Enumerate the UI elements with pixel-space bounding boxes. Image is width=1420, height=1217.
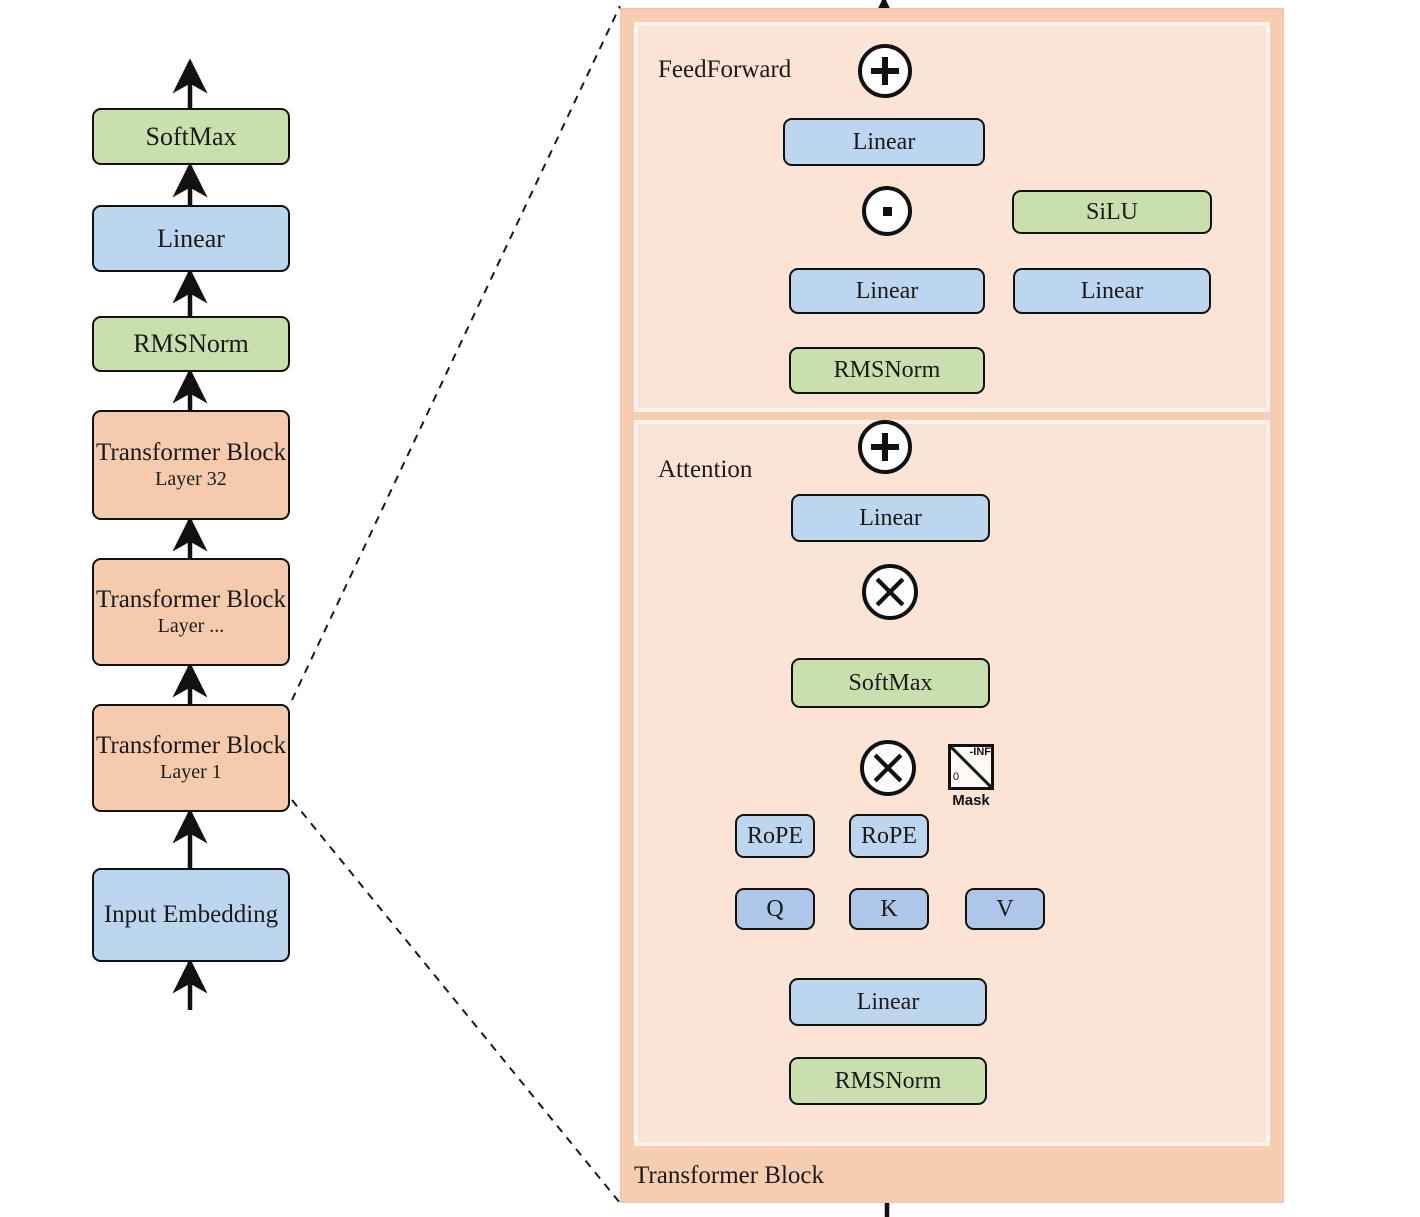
node-label: SoftMax	[848, 669, 933, 696]
transformer-block-container-label: Transformer Block	[634, 1162, 825, 1189]
node-attn-softmax[interactable]: SoftMax	[791, 658, 990, 708]
node-label: Transformer Block	[95, 586, 287, 614]
node-sublabel: Layer ...	[157, 615, 225, 638]
mask-lower-value: 0	[953, 771, 960, 783]
node-ff-linear-gate[interactable]: Linear	[789, 268, 985, 314]
mask-label: Mask	[952, 792, 990, 809]
node-ff-silu[interactable]: SiLU	[1012, 190, 1212, 234]
mask-icon[interactable]: -INF 0	[948, 744, 994, 790]
node-label: RMSNorm	[834, 1067, 942, 1094]
feedforward-label: FeedForward	[658, 56, 792, 83]
node-label: Linear	[855, 277, 919, 304]
node-sublabel: Layer 1	[160, 761, 222, 784]
node-rope-query[interactable]: RoPE	[735, 814, 815, 858]
cross-icon	[875, 577, 905, 607]
node-attn-rmsnorm[interactable]: RMSNorm	[789, 1057, 987, 1105]
node-label: Transformer Block	[95, 439, 287, 467]
node-label: Linear	[859, 504, 922, 531]
node-label: Linear	[1080, 277, 1144, 304]
node-attn-linear-qkv[interactable]: Linear	[789, 978, 987, 1026]
node-label: RoPE	[860, 822, 917, 849]
node-label: RMSNorm	[833, 357, 941, 384]
node-label: V	[996, 895, 1014, 922]
node-value[interactable]: V	[965, 888, 1045, 930]
node-attn-linear-out[interactable]: Linear	[791, 494, 990, 542]
node-query[interactable]: Q	[735, 888, 815, 930]
node-label: Linear	[856, 988, 920, 1015]
node-label: Transformer Block	[95, 732, 287, 760]
elementwise-multiply-icon[interactable]	[862, 186, 912, 236]
node-label: Q	[766, 895, 784, 922]
node-input-embedding[interactable]: Input Embedding	[92, 868, 290, 962]
node-label: RMSNorm	[133, 329, 249, 359]
attention-label: Attention	[658, 456, 753, 483]
node-softmax-output[interactable]: SoftMax	[92, 108, 290, 165]
node-label: Linear	[852, 128, 916, 155]
node-rope-key[interactable]: RoPE	[849, 814, 929, 858]
residual-add-feedforward-icon[interactable]	[858, 44, 912, 98]
mask-diagonal-icon	[951, 747, 991, 787]
node-ff-linear-down[interactable]: Linear	[783, 118, 985, 166]
matmul-attention-value-icon[interactable]	[862, 564, 918, 620]
node-linear-output[interactable]: Linear	[92, 205, 290, 272]
node-label: SiLU	[1085, 198, 1138, 225]
node-transformer-block-1[interactable]: Transformer Block Layer 1	[92, 704, 290, 812]
node-ff-rmsnorm[interactable]: RMSNorm	[789, 347, 985, 394]
node-label: K	[880, 895, 898, 922]
matmul-query-key-icon[interactable]	[860, 740, 916, 796]
residual-add-attention-icon[interactable]	[858, 420, 912, 474]
node-label: RoPE	[746, 822, 803, 849]
cross-icon	[873, 753, 903, 783]
node-transformer-block-mid[interactable]: Transformer Block Layer ...	[92, 558, 290, 666]
node-rmsnorm-final[interactable]: RMSNorm	[92, 316, 290, 372]
node-transformer-block-32[interactable]: Transformer Block Layer 32	[92, 410, 290, 520]
callout-dashed-lines	[291, 5, 621, 1204]
node-key[interactable]: K	[849, 888, 929, 930]
node-sublabel: Layer 32	[155, 468, 227, 491]
node-label: Input Embedding	[103, 901, 279, 928]
node-ff-linear-up[interactable]: Linear	[1013, 268, 1211, 314]
node-label: Linear	[157, 223, 225, 253]
mask-upper-value: -INF	[969, 746, 991, 758]
node-label: SoftMax	[145, 121, 237, 151]
